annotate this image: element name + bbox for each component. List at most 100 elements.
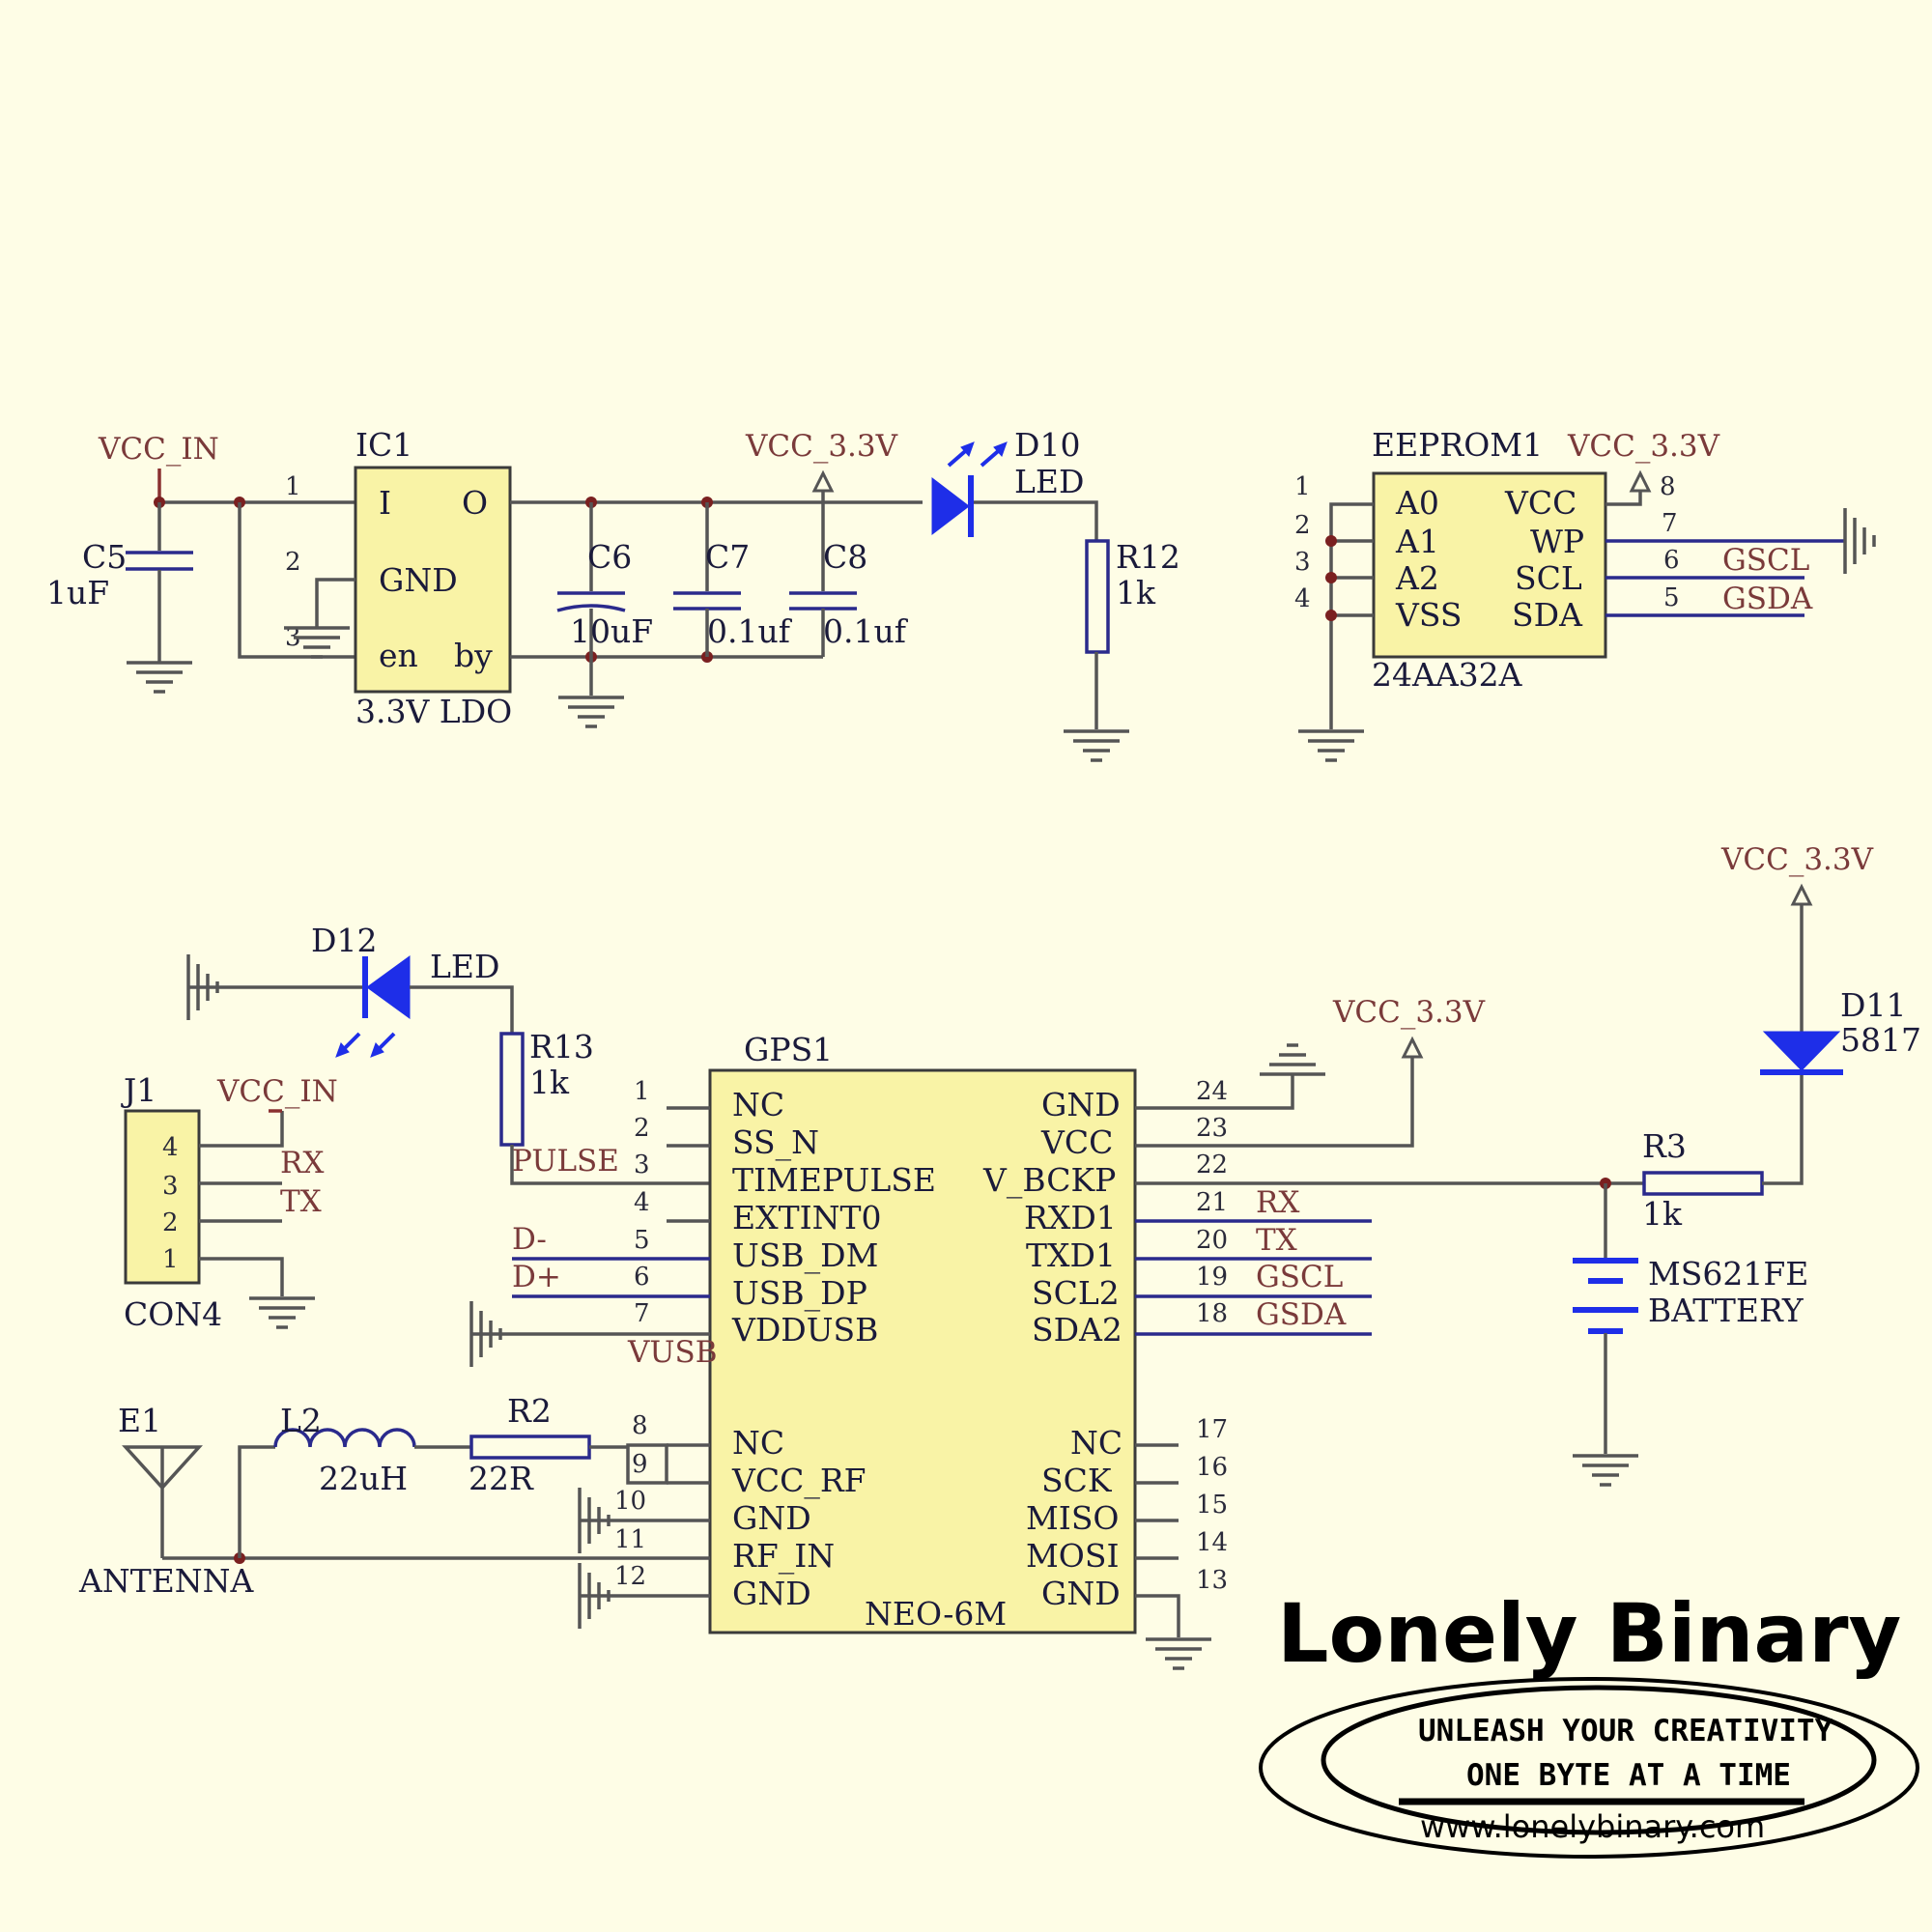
gps-pin17-num: 17 [1196, 1415, 1228, 1444]
ic1-pin-by: by [454, 637, 493, 674]
gps-pin7-name: VDDUSB [731, 1311, 878, 1349]
d11-ref: D11 [1840, 986, 1906, 1024]
gps-pin23-name: VCC [1040, 1123, 1113, 1161]
eeprom-pin-a1: A1 [1395, 523, 1439, 560]
eeprom-vcc33-label: VCC_3.3V [1567, 429, 1720, 464]
eeprom-pin1-num: 1 [1294, 472, 1311, 501]
gps-pin17-name: NC [1070, 1424, 1122, 1462]
ic1-ref: IC1 [355, 426, 412, 464]
gps-pin7-num: 7 [634, 1299, 650, 1328]
pulse-net-label: PULSE [512, 1144, 619, 1179]
eeprom-pin8-num: 8 [1660, 472, 1676, 501]
gps-ref: GPS1 [744, 1031, 833, 1068]
eeprom-pin-a0: A0 [1395, 484, 1439, 522]
gps-pin5-name: USB_DM [732, 1236, 878, 1275]
gps-pin16-num: 16 [1196, 1453, 1228, 1482]
gps-pin19-name: SCL2 [1032, 1274, 1120, 1312]
gps-pin21-num: 21 [1196, 1188, 1228, 1217]
eeprom-pin7-num: 7 [1662, 509, 1678, 538]
eeprom-pin-vcc: VCC [1504, 484, 1577, 522]
j1-pin4-num: 4 [162, 1133, 179, 1162]
gps-pin8-num: 8 [632, 1411, 648, 1440]
c7-value: 0.1uf [707, 612, 793, 650]
gps-section: D12 LED R13 1k PULSE J1 VCC_IN 4 3 2 1 C… [78, 842, 1921, 1670]
d11-value: 5817 [1840, 1021, 1921, 1059]
ic1-pin2-num: 2 [285, 548, 301, 577]
eeprom-pin-vss: VSS [1395, 596, 1462, 634]
vcc-in-label: VCC_IN [98, 432, 219, 467]
gps-pin5-num: 5 [634, 1226, 650, 1255]
gps-tx-label: TX [1256, 1223, 1297, 1258]
ic1-pin-gnd: GND [379, 561, 458, 599]
ic1-pin-i: I [379, 484, 391, 522]
c8-ref: C8 [823, 538, 867, 576]
c5-ref: C5 [82, 538, 127, 576]
gps-part: NEO-6M [865, 1595, 1007, 1633]
eeprom-pin3-num: 3 [1294, 548, 1311, 577]
antenna-label: ANTENNA [78, 1562, 255, 1600]
brand-logo: Lonely Binary UNLEASH YOUR CREATIVITY ON… [1259, 1586, 1919, 1859]
gps-pin15-num: 15 [1196, 1491, 1228, 1520]
gps-pin9-num: 9 [632, 1450, 648, 1479]
l2-ref: L2 [280, 1402, 322, 1439]
d10-ref: D10 [1014, 426, 1080, 464]
gps-pin18-name: SDA2 [1032, 1311, 1122, 1349]
gps-pin2-num: 2 [634, 1114, 650, 1143]
r12-value: 1k [1116, 574, 1156, 611]
gps-pin4-name: EXTINT0 [732, 1199, 882, 1236]
eeprom-body [1372, 471, 1607, 659]
gps-pin8-name: NC [732, 1424, 784, 1462]
gps-vcc33-label: VCC_3.3V [1332, 995, 1486, 1030]
r2-body [469, 1435, 591, 1460]
eeprom-pin-a2: A2 [1395, 559, 1439, 597]
r12-ref: R12 [1116, 538, 1180, 576]
gps-pin6-num: 6 [634, 1263, 650, 1292]
gps-pin6-name: USB_DP [732, 1274, 867, 1313]
r13-ref: R13 [529, 1028, 594, 1065]
eeprom-pin-scl: SCL [1515, 559, 1582, 597]
gps-pin1-name: NC [732, 1086, 784, 1123]
gps-pin11-num: 11 [614, 1525, 646, 1554]
ic1-pin-en: en [379, 637, 418, 674]
r3-value: 1k [1642, 1195, 1683, 1233]
gps-pin9-name: VCC_RF [731, 1462, 867, 1500]
gps-pin19-num: 19 [1196, 1263, 1228, 1292]
gps-rx-label: RX [1256, 1185, 1299, 1220]
r2-ref: R2 [507, 1392, 552, 1430]
j1-pin1-num: 1 [162, 1245, 179, 1274]
c7-ref: C7 [705, 538, 750, 576]
eeprom-part: 24AA32A [1372, 656, 1523, 694]
d-plus-label: D+ [512, 1260, 561, 1294]
ic1-pin-o: O [462, 484, 488, 522]
gps-gsda-label: GSDA [1256, 1297, 1347, 1332]
antenna-icon [122, 1445, 203, 1558]
vusb-label: VUSB [627, 1335, 718, 1370]
gps-pin22-num: 22 [1196, 1151, 1228, 1179]
eeprom-gsda-label: GSDA [1722, 582, 1813, 616]
gps-pin12-name: GND [732, 1575, 811, 1612]
d12-value: LED [430, 948, 499, 985]
gps-pin3-num: 3 [634, 1151, 650, 1179]
eeprom-pin2-num: 2 [1294, 511, 1311, 540]
j1-rx-label: RX [280, 1146, 324, 1180]
gps-pin20-name: TXD1 [1026, 1236, 1116, 1274]
battery-symbol [1573, 1258, 1638, 1334]
r12-body [1085, 539, 1110, 654]
j1-pin3-num: 3 [162, 1172, 179, 1201]
brand-name: Lonely Binary [1277, 1586, 1901, 1681]
l2-coil [273, 1428, 416, 1448]
d-minus-label: D- [512, 1222, 547, 1257]
led-d10 [931, 441, 1008, 537]
gps-pin4-num: 4 [634, 1188, 650, 1217]
d11-vcc33-label: VCC_3.3V [1720, 842, 1874, 877]
e1-ref: E1 [118, 1402, 161, 1439]
gps-pin16-name: SCK [1041, 1462, 1113, 1499]
gps-pin24-num: 24 [1196, 1077, 1228, 1106]
j1-body [124, 1109, 201, 1285]
brand-tagline-2: ONE BYTE AT A TIME [1466, 1758, 1791, 1793]
r3-body [1642, 1171, 1764, 1196]
eeprom-pin-wp: WP [1530, 523, 1584, 560]
eeprom-pin6-num: 6 [1663, 546, 1680, 575]
power-regulator-section: VCC_IN C5 1uF IC1 I O GND en by 3.3V LDO… [46, 426, 1180, 762]
eeprom-pin5-num: 5 [1663, 583, 1680, 612]
